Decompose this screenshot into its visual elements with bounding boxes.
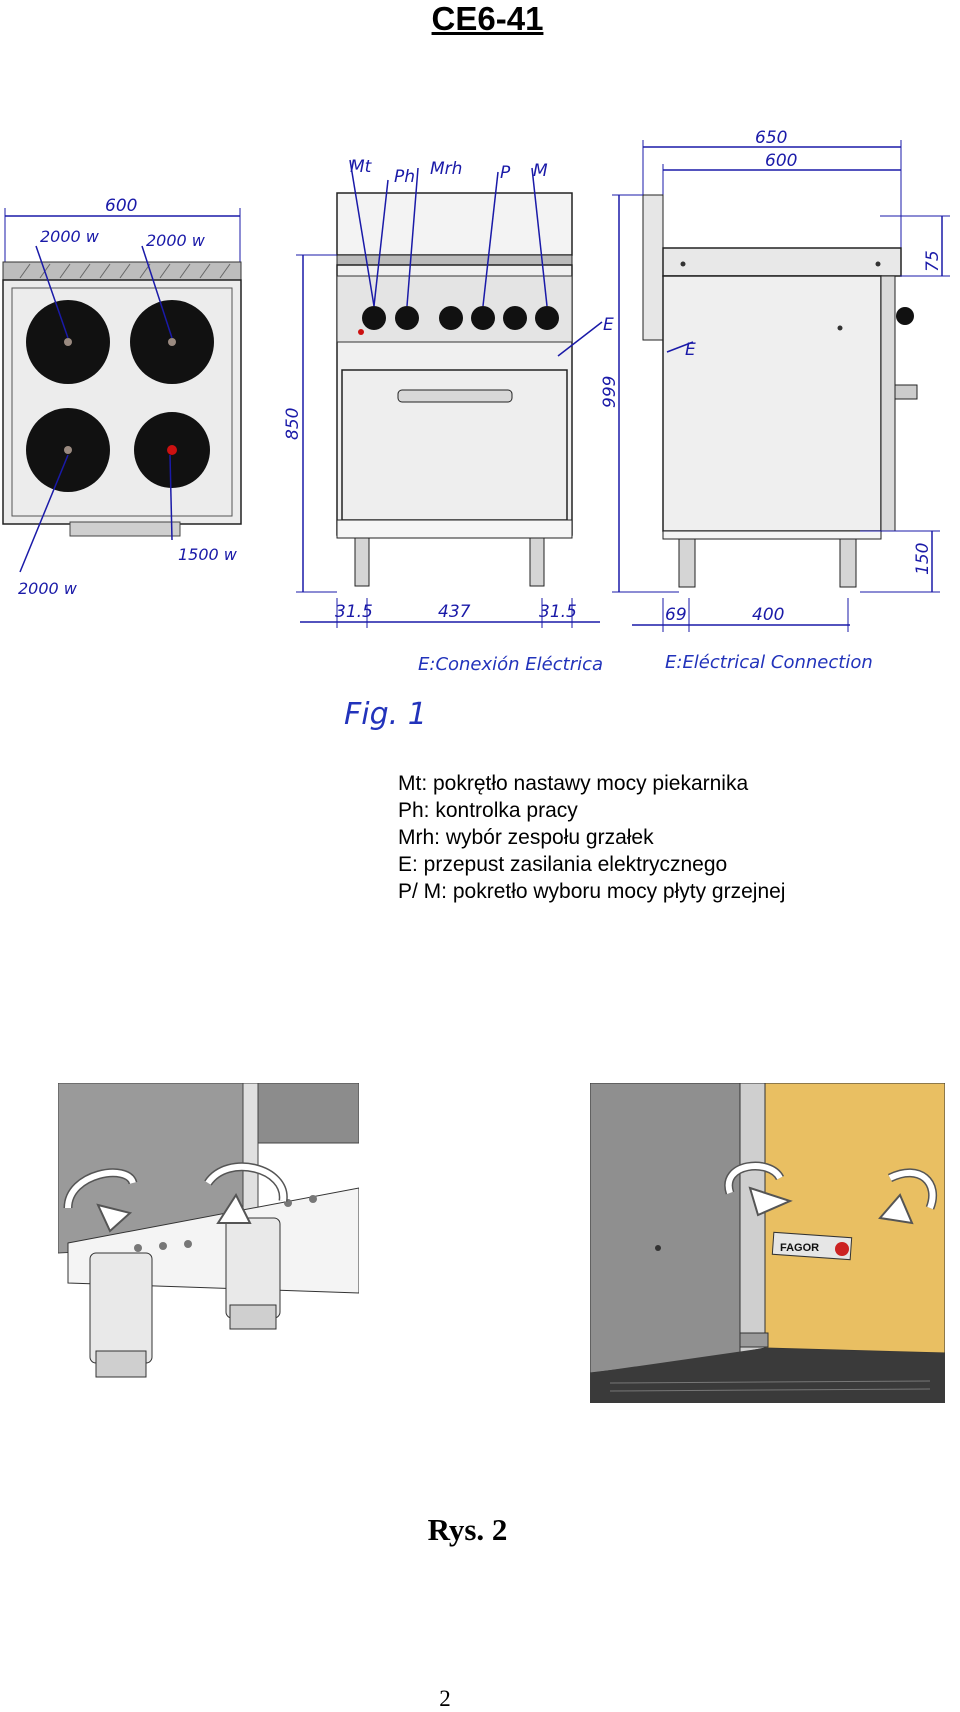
side-panel-illustration: FAGOR (590, 1083, 945, 1403)
figure-1-label: Fig. 1 (344, 697, 427, 732)
dim-front-height: 850 (283, 408, 303, 440)
callout-m: M (533, 161, 548, 181)
burner-label-br: 1500 w (178, 545, 238, 564)
page-number: 2 (439, 1686, 451, 1711)
dim-top-width: 600 (105, 196, 137, 216)
dim-front-right: 31.5 (539, 602, 577, 622)
dim-side-height: 999 (600, 376, 620, 408)
side-view: 650 600 E 999 75 150 69 400 (600, 128, 950, 632)
dim-side-top: 75 (923, 250, 943, 272)
dim-side-outer: 650 (755, 128, 787, 148)
dim-side-legspan: 400 (752, 605, 784, 625)
legend: Mt: pokrętło nastawy mocy piekarnika Ph:… (398, 770, 785, 905)
legend-item: Mt: pokrętło nastawy mocy piekarnika (398, 772, 749, 795)
legend-item: Ph: kontrolka pracy (398, 799, 578, 822)
legend-item: P/ M: pokretło wyboru mocy płyty grzejne… (398, 880, 786, 903)
dim-front-left: 31.5 (335, 602, 373, 622)
burner-label-tr: 2000 w (146, 231, 206, 250)
callout-mt: Mt (350, 157, 373, 177)
dim-side-inner: 600 (765, 151, 797, 171)
brand-badge: FAGOR (780, 1242, 819, 1254)
document-title: CE6-41 (431, 0, 544, 37)
callout-e-front: E (603, 315, 614, 335)
technical-drawing: 600 2000 w 2000 w 2000 w 1500 w (2, 128, 950, 632)
figure-2-label: Rys. 2 (427, 1512, 508, 1547)
dim-side-offset: 69 (665, 605, 687, 625)
callout-ph: Ph (394, 167, 415, 187)
burner-label-tl: 2000 w (40, 227, 100, 246)
callout-e-side: E (685, 340, 696, 360)
caption-spanish: E:Conexión Eléctrica (418, 654, 604, 675)
dim-front-center: 437 (438, 602, 471, 622)
front-view: Mt Ph Mrh P M E 850 31.5 437 31.5 (283, 157, 614, 628)
dim-side-leg: 150 (913, 543, 933, 575)
caption-english: E:Eléctrical Connection (665, 652, 873, 673)
callout-p: P (500, 163, 511, 183)
top-view: 600 2000 w 2000 w 2000 w 1500 w (2, 196, 242, 598)
legend-item: E: przepust zasilania elektrycznego (398, 853, 728, 876)
leg-adjustment-illustration (58, 1083, 359, 1383)
burner-label-bl: 2000 w (18, 579, 78, 598)
callout-mrh: Mrh (430, 159, 462, 179)
legend-item: Mrh: wybór zespołu grzałek (398, 826, 654, 849)
